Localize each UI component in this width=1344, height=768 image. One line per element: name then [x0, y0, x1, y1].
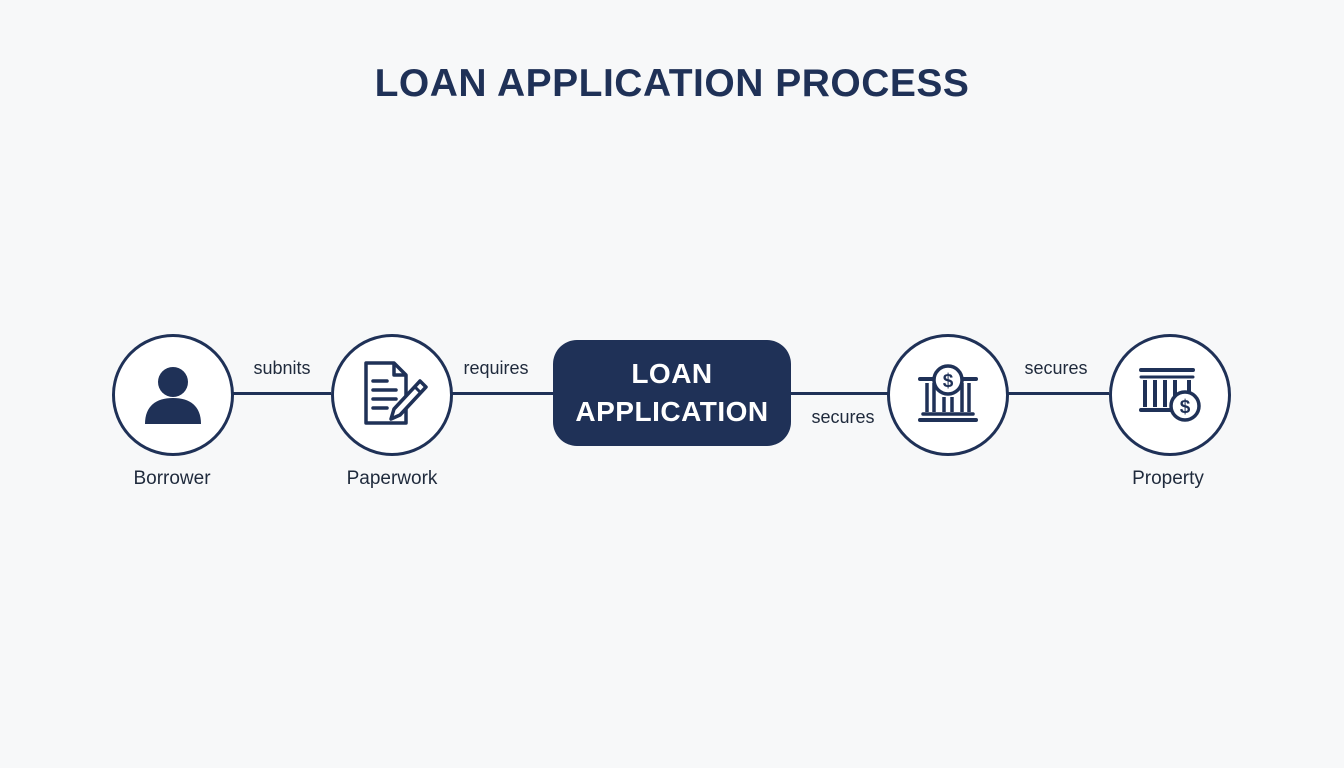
edge-line-bank-property [1006, 392, 1109, 395]
person-icon [145, 367, 201, 424]
property-node: $ [1109, 334, 1231, 456]
borrower-node [112, 334, 234, 456]
svg-text:$: $ [943, 371, 954, 392]
edge-line-paperwork-loan [451, 392, 554, 395]
property-label: Property [1132, 468, 1204, 489]
edge-line-loan-bank [790, 392, 888, 395]
diagram-title: LOAN APPLICATION PROCESS [374, 62, 970, 105]
edge-label-secures-bank: secures [811, 407, 875, 427]
paperwork-node [331, 334, 453, 456]
edge-label-secures-property: secures [1024, 358, 1088, 378]
loan-application-line2: APPLICATION [575, 396, 769, 427]
bank-node: $ [887, 334, 1009, 456]
edge-line-borrower-paperwork [233, 392, 331, 395]
loan-application-box: LOAN APPLICATION [553, 340, 791, 446]
building-dollar-icon: $ [1139, 368, 1201, 422]
svg-text:$: $ [1180, 397, 1191, 418]
borrower-label: Borrower [133, 468, 211, 489]
edge-label-subnits: subnits [253, 358, 311, 378]
edge-label-requires: requires [463, 358, 529, 378]
bank-dollar-icon: $ [918, 364, 978, 422]
loan-application-line1: LOAN [631, 358, 713, 389]
paperwork-label: Paperwork [346, 468, 438, 489]
document-pen-icon [364, 361, 428, 425]
